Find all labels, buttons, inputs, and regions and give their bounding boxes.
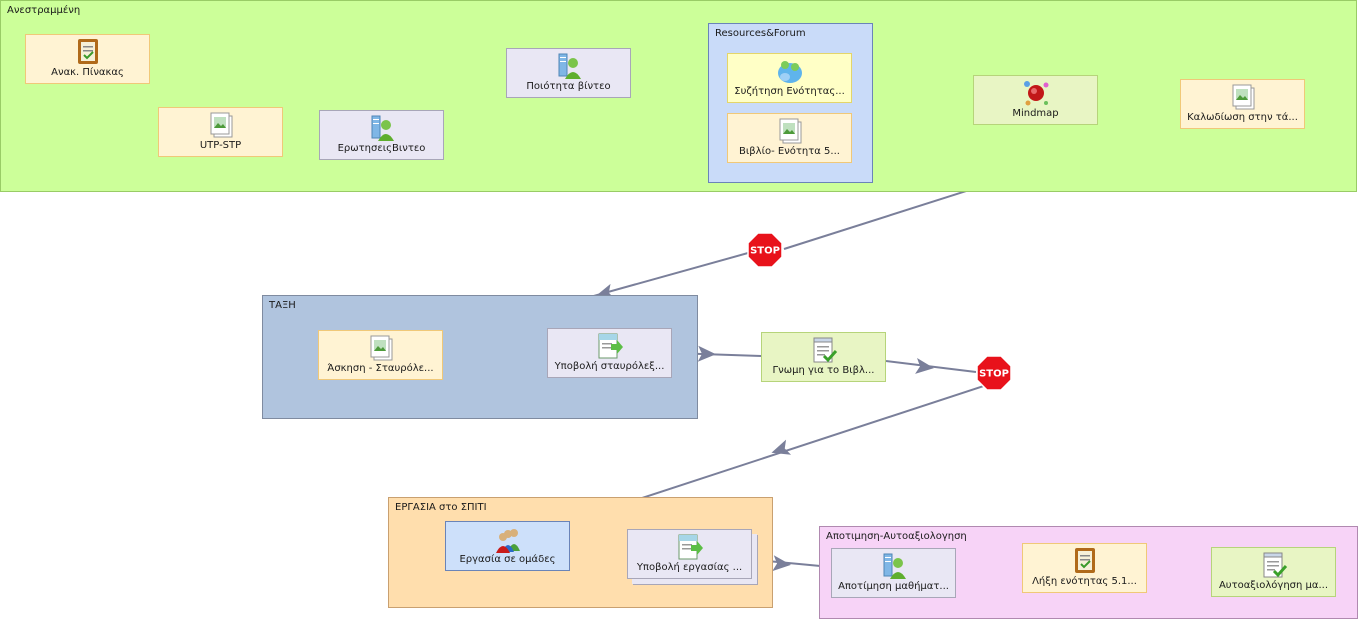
notebook-icon <box>74 38 102 66</box>
region-title: Ανεστραμμένη <box>7 5 81 16</box>
arrowhead <box>771 439 792 455</box>
activity-label: UTP-STP <box>199 140 242 151</box>
mindmap-icon <box>1022 79 1050 107</box>
activity-label: Υποβολή εργασίας ... <box>636 562 743 573</box>
activity-label: Υποβολή σταυρόλεξ... <box>554 361 665 372</box>
activity-vivlio-enotita[interactable]: Βιβλίο- Ενότητα 5... <box>727 113 852 163</box>
resource-image-icon <box>207 111 235 139</box>
activity-label: Ποιότητα βίντεο <box>526 81 611 92</box>
stop-label: STOP <box>750 246 780 257</box>
activity-label: Αυτοαξιολόγηση μα... <box>1218 580 1329 591</box>
arrowhead <box>915 357 934 374</box>
survey-user-icon <box>555 52 583 80</box>
region-anestrammeni: Ανεστραμμένη <box>0 0 1357 192</box>
activity-label: Βιβλίο- Ενότητα 5... <box>739 146 840 157</box>
activity-label: Αποτίμηση μαθήματ... <box>838 581 949 592</box>
activity-anak-pinakas[interactable]: Ανακ. Πίνακας <box>25 34 150 84</box>
activity-label: Εργασία σε ομάδες <box>459 554 556 565</box>
checklist-icon <box>810 336 838 364</box>
submit-files-icon <box>596 332 624 360</box>
activity-gnomi-vivlio[interactable]: Γνωμη για το Βιβλ... <box>761 332 886 382</box>
activity-syzitisi-enotitas[interactable]: Συζήτηση Ενότητας... <box>727 53 852 103</box>
arrowhead <box>772 555 791 572</box>
activity-lixi-enotitas[interactable]: Λήξη ενότητας 5.1... <box>1022 543 1147 593</box>
activity-apotimisi-mathimatos[interactable]: Αποτίμηση μαθήματ... <box>831 548 956 598</box>
activity-aftoaxiologisi[interactable]: Αυτοαξιολόγηση μα... <box>1211 547 1336 597</box>
activity-label: Συζήτηση Ενότητας... <box>734 86 845 97</box>
forum-icon <box>776 57 804 85</box>
notebook-icon <box>1071 547 1099 575</box>
region-title: ΕΡΓΑΣΙΑ στο ΣΠΙΤΙ <box>395 502 487 513</box>
group-users-icon <box>494 525 522 553</box>
activity-label: Ανακ. Πίνακας <box>51 67 124 78</box>
activity-label: ΕρωτησειςΒιντεο <box>337 143 426 154</box>
activity-askisi-stavrolexo[interactable]: Άσκηση - Σταυρόλε... <box>318 330 443 380</box>
activity-label: Άσκηση - Σταυρόλε... <box>327 363 434 374</box>
resource-image-icon <box>367 334 395 362</box>
resource-image-icon <box>776 117 804 145</box>
stop-label: STOP <box>979 369 1009 380</box>
activity-mindmap[interactable]: Mindmap <box>973 75 1098 125</box>
region-title: ΤΑΞΗ <box>269 300 296 311</box>
survey-user-icon <box>880 552 908 580</box>
survey-user-icon <box>368 114 396 142</box>
stop-gate[interactable]: STOP <box>747 232 783 268</box>
activity-label: Mindmap <box>1012 108 1059 119</box>
activity-label: Λήξη ενότητας 5.1... <box>1032 576 1137 587</box>
checklist-icon <box>1260 551 1288 579</box>
region-title: Resources&Forum <box>715 28 806 39</box>
activity-ypovoli-ergasias[interactable]: Υποβολή εργασίας ... <box>627 529 752 579</box>
activity-label: Γνωμη για το Βιβλ... <box>772 365 875 376</box>
activity-ergasia-omades[interactable]: Εργασία σε ομάδες <box>445 521 570 571</box>
resource-image-icon <box>1229 83 1257 111</box>
region-title: Αποτιμηση-Αυτοαξιολογηση <box>826 531 967 542</box>
activity-ypovoli-stavrolexou[interactable]: Υποβολή σταυρόλεξ... <box>547 328 672 378</box>
activity-label: Καλωδίωση στην τά... <box>1187 112 1298 123</box>
activity-poiotita-vinteo[interactable]: Ποιότητα βίντεο <box>506 48 631 98</box>
activity-erotiseis-vinteo[interactable]: ΕρωτησειςΒιντεο <box>319 110 444 160</box>
submit-files-icon <box>676 533 704 561</box>
activity-utp-stp[interactable]: UTP-STP <box>158 107 283 157</box>
activity-kalosorisma[interactable]: Καλωδίωση στην τά... <box>1180 79 1305 129</box>
arrowhead <box>697 345 716 362</box>
stop-gate[interactable]: STOP <box>976 355 1012 391</box>
